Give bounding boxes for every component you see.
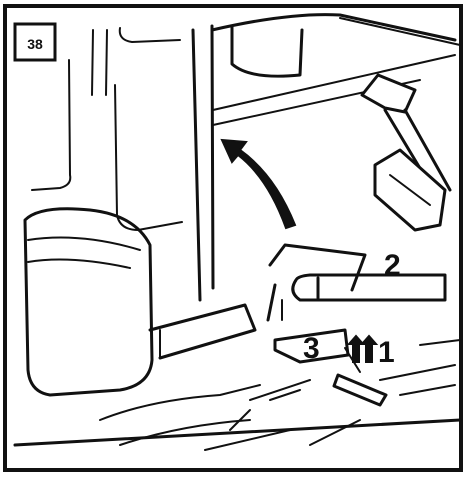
rotation-arrow: [222, 140, 295, 228]
callout-label-1: 1: [378, 336, 395, 369]
roof-lining: [212, 15, 460, 125]
figure-number: 38: [27, 36, 43, 52]
callout-label-2: 2: [384, 249, 401, 282]
callout-label-3: 3: [303, 332, 320, 365]
figure-number-box: 38: [15, 24, 55, 60]
control-handle: [362, 75, 450, 230]
lift-arrows: [349, 336, 376, 362]
seat: [25, 209, 255, 395]
lever-mechanism: [268, 245, 445, 405]
